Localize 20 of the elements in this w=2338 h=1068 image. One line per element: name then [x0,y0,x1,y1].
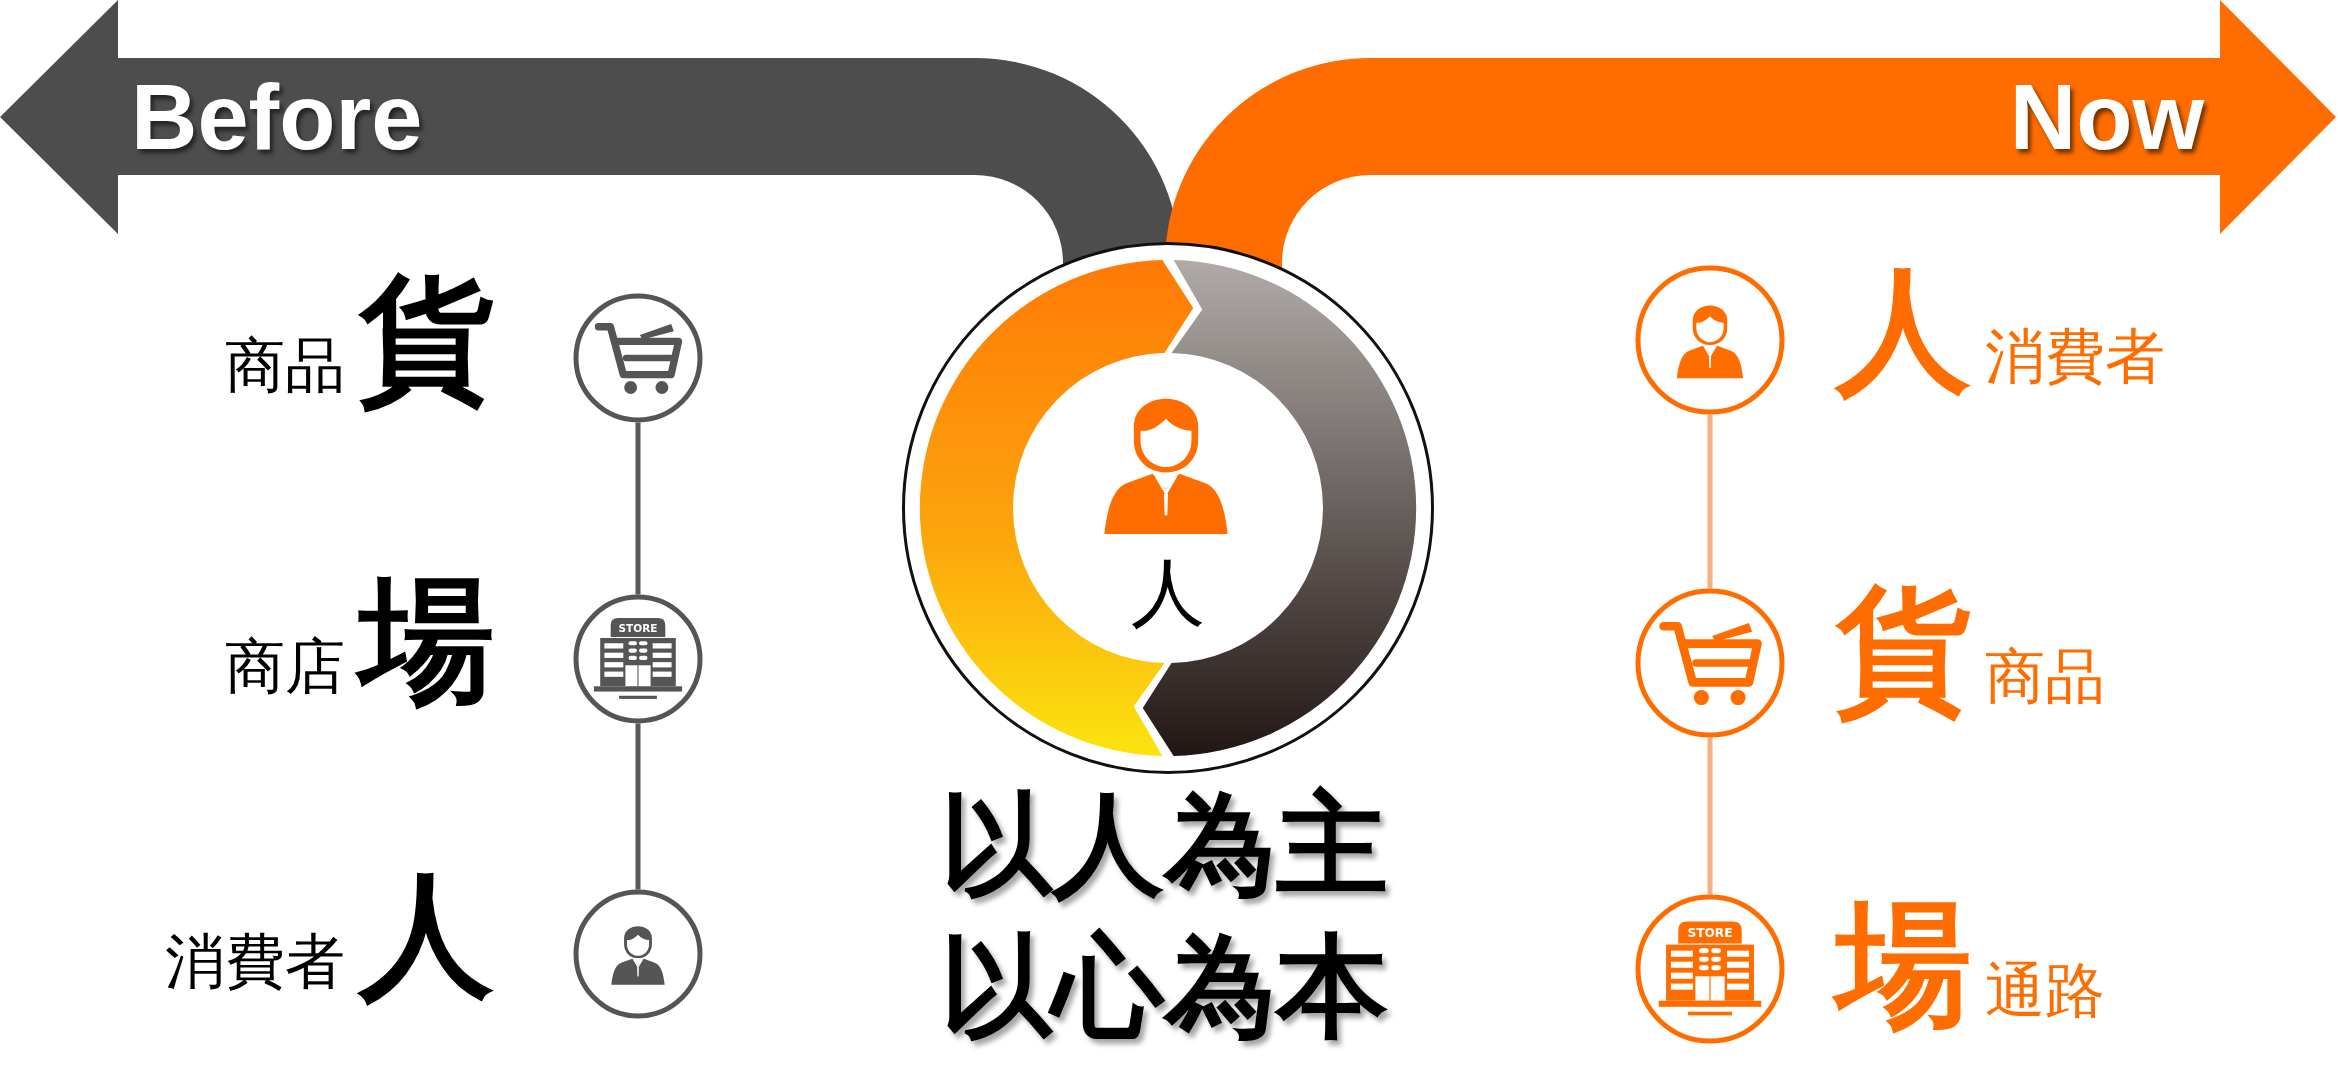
subtitle-text: 消費者 [164,924,346,998]
keyword-character: 貨 [1834,570,1972,731]
subtitle-text: 商品 [1984,639,2106,713]
connector-line [635,723,641,890]
sign-text: STORE [618,622,658,635]
connector-line [1707,414,1713,589]
keyword-character: 人 [1834,250,1972,411]
character-label: 人 [1131,548,1205,637]
slogan-text: 以人為主以心為本 [939,778,1389,1053]
subtitle-text: 商店 [224,629,346,703]
sign-text: STORE [1687,926,1733,940]
subtitle-text: 通路 [1984,953,2106,1027]
keyword-character: 貨 [357,259,495,420]
keyword-character: 人 [357,855,495,1016]
subtitle-text: 商品 [224,328,346,402]
arrow-label: Before [131,71,423,163]
subtitle-text: 消費者 [1984,319,2166,393]
connector-line [635,422,641,595]
connector-line [1707,737,1713,895]
arrow-label: Now [2009,71,2204,163]
